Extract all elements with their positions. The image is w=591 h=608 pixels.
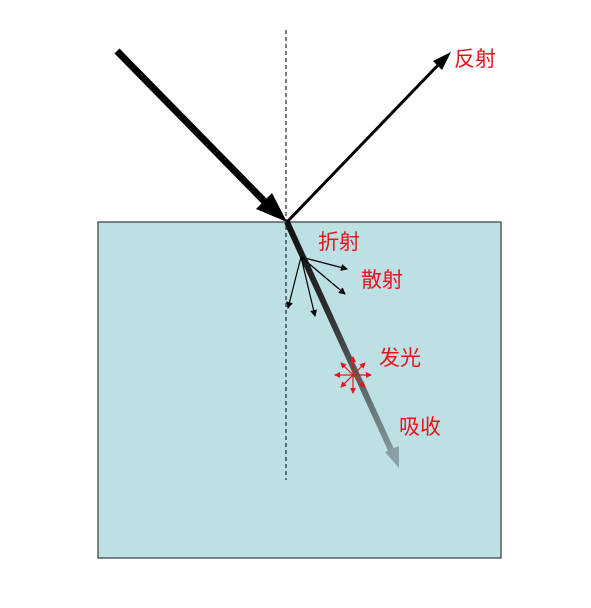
label-reflection: 反射 bbox=[454, 47, 496, 71]
label-scattering: 散射 bbox=[361, 268, 403, 292]
scattering-arrows-icon bbox=[286, 256, 348, 317]
incident-ray-icon bbox=[114, 48, 287, 222]
label-refraction: 折射 bbox=[318, 230, 360, 254]
medium-block bbox=[97, 221, 502, 559]
label-absorption: 吸收 bbox=[399, 415, 441, 439]
label-luminescence: 发光 bbox=[379, 346, 421, 370]
reflection-arrow-icon bbox=[285, 52, 451, 224]
luminescence-arrows-icon bbox=[334, 356, 372, 394]
